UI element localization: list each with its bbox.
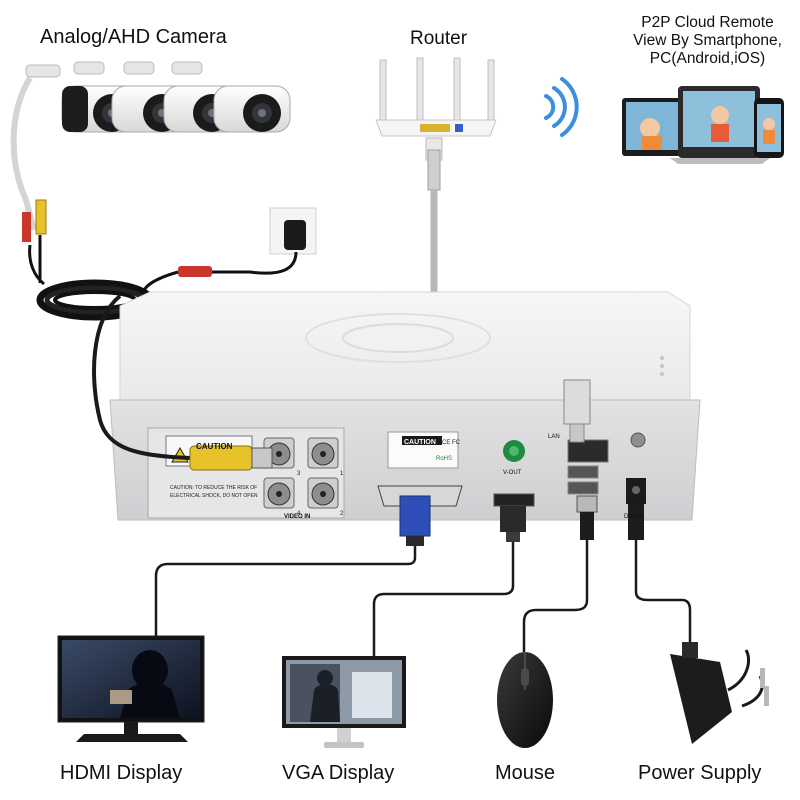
rohs-mark: RoHS	[436, 456, 452, 462]
router	[375, 57, 497, 191]
cloud-remote-label: P2P Cloud Remote View By Smartphone, PC(…	[600, 14, 800, 68]
ce-mark: CE FC	[442, 440, 461, 446]
vga-display-label: VGA Display	[282, 762, 395, 784]
lan-label: LAN	[548, 434, 560, 440]
camera-4	[171, 61, 291, 133]
bnc-ports	[263, 437, 339, 509]
cloud-remote-line-2: View By Smartphone,	[633, 32, 782, 49]
bnc-plug-camera	[35, 199, 47, 235]
camera-group	[10, 61, 291, 242]
power-supply-label: Power Supply	[638, 762, 762, 784]
port-label-4: 4	[297, 511, 301, 517]
router-label: Router	[410, 28, 468, 49]
hdmi-cable	[372, 542, 515, 658]
caution-note-2: ELECTRICAL SHOCK, DO NOT OPEN	[170, 493, 258, 499]
bnc-port-2	[307, 477, 339, 509]
mouse-label: Mouse	[495, 762, 556, 784]
dc-power-plug	[628, 504, 644, 540]
usb-cable	[522, 540, 589, 652]
wifi-signal-icon	[544, 77, 579, 137]
video-in-label: VIDEO IN	[284, 514, 310, 520]
hdmi-display-label: HDMI Display	[60, 762, 183, 784]
remote-devices	[622, 86, 784, 164]
caution-note-1: CAUTION: TO REDUCE THE RISK OF	[170, 485, 257, 491]
power-plug-camera	[22, 212, 31, 242]
usb-connector	[576, 495, 598, 540]
mouse	[497, 652, 553, 748]
hdmi-connector	[493, 493, 535, 542]
panel-text: CAUTION CAUTION: TO REDUCE THE RISK OF E…	[170, 434, 643, 520]
camera-pigtail-cable	[10, 76, 37, 231]
caution-label: CAUTION	[196, 442, 233, 451]
vga-cable	[154, 546, 417, 640]
bnc-port-4	[263, 477, 295, 509]
port-label-3: 3	[297, 471, 301, 477]
power-supply-adapter	[670, 642, 769, 744]
camera-label: Analog/AHD Camera	[40, 26, 227, 48]
v-out-label: V-OUT	[503, 470, 522, 476]
cloud-remote-line-1: P2P Cloud Remote	[641, 14, 774, 31]
video-cable	[92, 294, 191, 460]
power-cable	[634, 540, 692, 650]
port-label-2: 2	[340, 511, 344, 517]
lan-plug	[563, 379, 591, 425]
port-label-1: 1	[340, 471, 344, 477]
caution-label-2: CAUTION	[404, 439, 436, 446]
hdmi-monitor	[57, 635, 205, 742]
vga-monitor	[282, 656, 406, 748]
dc12v-label: DC12V	[624, 514, 643, 520]
vga-connector	[377, 485, 463, 546]
camera-power-adapter	[143, 207, 317, 296]
bnc-port-1	[307, 437, 339, 469]
cloud-remote-line-3: PC(Android,iOS)	[649, 50, 766, 67]
